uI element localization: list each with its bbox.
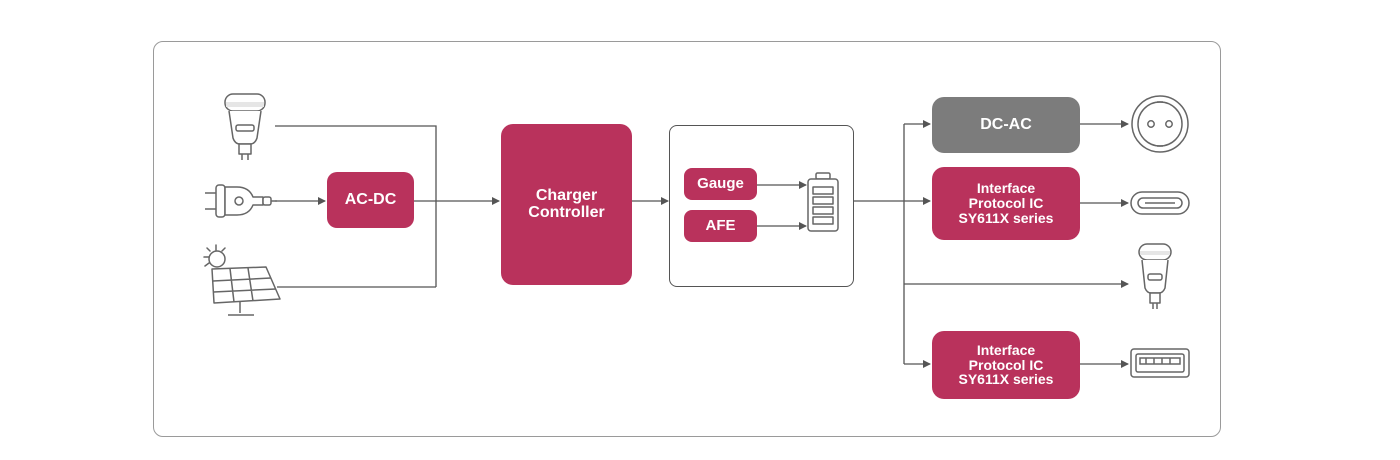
- ac-dc-block: AC-DC: [327, 172, 414, 228]
- solar-panel-icon: [203, 244, 281, 316]
- charger-controller-label: Charger Controller: [528, 186, 605, 221]
- gauge-label: Gauge: [697, 175, 744, 193]
- car-charger-icon: [224, 93, 266, 160]
- charger-controller-block: Charger Controller: [501, 124, 632, 285]
- ac-dc-label: AC-DC: [344, 190, 397, 208]
- dc-ac-block: DC-AC: [932, 97, 1080, 153]
- ac-plug-icon: [205, 184, 277, 218]
- usb-c-port-icon: [1130, 191, 1190, 215]
- ac-outlet-icon: [1131, 95, 1189, 153]
- afe-label: AFE: [705, 217, 736, 235]
- usb-a-port-icon: [1130, 348, 1190, 378]
- afe-block: AFE: [684, 210, 757, 242]
- battery-icon: [807, 172, 839, 232]
- interface-protocol-ic-top-label: Interface Protocol IC SY611X series: [958, 180, 1054, 226]
- car-charger-output-icon: [1138, 243, 1172, 309]
- dc-ac-label: DC-AC: [980, 115, 1032, 133]
- interface-protocol-ic-bottom-block: Interface Protocol IC SY611X series: [932, 331, 1080, 399]
- gauge-block: Gauge: [684, 168, 757, 200]
- line-car-input: [275, 125, 437, 287]
- interface-protocol-ic-bottom-label: Interface Protocol IC SY611X series: [958, 341, 1054, 388]
- diagram-frame: [153, 41, 1221, 437]
- interface-protocol-ic-top-block: Interface Protocol IC SY611X series: [932, 167, 1080, 240]
- battery-management-group: [669, 125, 854, 287]
